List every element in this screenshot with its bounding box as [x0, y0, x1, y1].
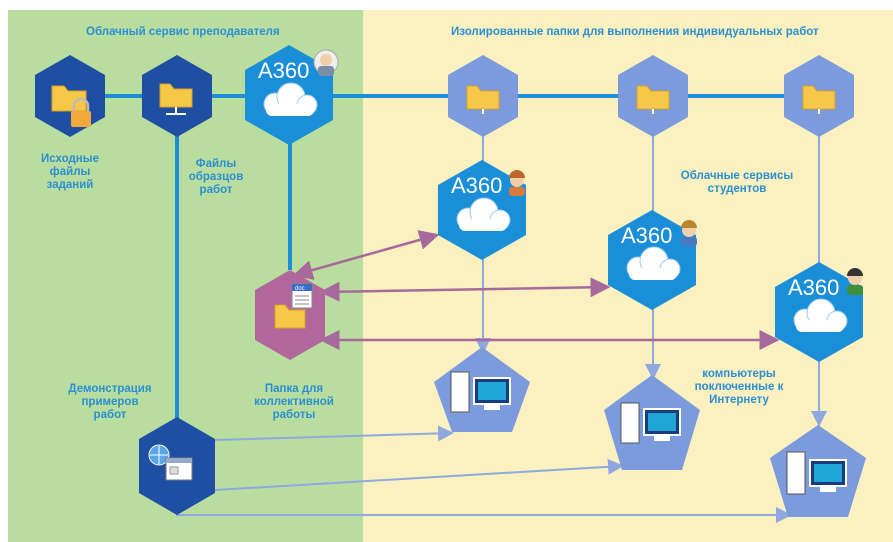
student-folder-3[interactable]	[784, 55, 854, 137]
shared-cloud1-link	[292, 230, 440, 280]
teacher-cloud-heading: Облачный сервис преподавателя	[86, 26, 280, 38]
source-files-node[interactable]	[35, 55, 105, 137]
teacher-cloud-node[interactable]: A360	[245, 45, 339, 145]
document-icon: doc	[291, 283, 313, 309]
teacher-avatar-icon	[313, 49, 339, 76]
demo-pc2-link	[214, 458, 624, 491]
cloud-badge: A360	[621, 223, 672, 248]
sample-files-node[interactable]	[142, 55, 212, 137]
student-avatar-icon	[509, 170, 525, 196]
demo-node[interactable]	[139, 417, 215, 515]
computer-node-2[interactable]	[604, 375, 700, 470]
student-cloud-1[interactable]: A360	[438, 160, 526, 260]
student-avatar-icon	[681, 220, 697, 246]
internet-computers-label: компьютеры поключенные к Интернету	[694, 368, 784, 406]
folder-network-icon	[159, 83, 193, 115]
globe-window-icon	[148, 444, 193, 481]
cloud-icon	[793, 298, 848, 332]
computer-icon	[450, 371, 511, 413]
shared-cloud2-link	[319, 277, 611, 302]
folder-network-icon	[466, 85, 500, 114]
shared-folder-node[interactable]: doc	[255, 270, 325, 360]
student-cloud-label: Облачные сервисы студентов	[680, 170, 794, 195]
folder-icon	[274, 304, 306, 329]
cloud-icon	[626, 246, 681, 280]
student-folder-2[interactable]	[618, 55, 688, 137]
computer-icon	[786, 451, 847, 495]
computer-node-3[interactable]	[770, 425, 866, 517]
demo-pc1-link	[214, 425, 454, 442]
demo-label: Демонстрация примеров работ	[68, 383, 152, 421]
folder-network-icon	[636, 85, 670, 114]
student-cloud-2[interactable]: A360	[608, 210, 697, 310]
cloud-icon	[456, 197, 511, 231]
cloud-badge: A360	[258, 58, 309, 83]
computer-icon	[620, 402, 681, 444]
student-avatar-icon	[847, 268, 863, 295]
cloud-badge: A360	[451, 173, 502, 198]
computer-node-1[interactable]	[434, 347, 530, 432]
sample-files-label: Файлы образцов работ	[188, 158, 244, 196]
cloud-icon	[263, 82, 318, 116]
folder-network-icon	[802, 85, 836, 114]
cloud-badge: A360	[788, 275, 839, 300]
svg-text:doc: doc	[295, 286, 305, 292]
source-files-label: Исходные файлы заданий	[41, 153, 99, 191]
isolated-folders-heading: Изолированные папки для выполнения индив…	[451, 26, 819, 38]
student-cloud-3[interactable]: A360	[775, 262, 863, 362]
shared-folder-label: Папка для коллективной работы	[254, 383, 334, 421]
demo-pc3-link	[176, 505, 792, 523]
folder-lock-icon	[51, 85, 91, 127]
student-folder-1[interactable]	[448, 55, 518, 137]
